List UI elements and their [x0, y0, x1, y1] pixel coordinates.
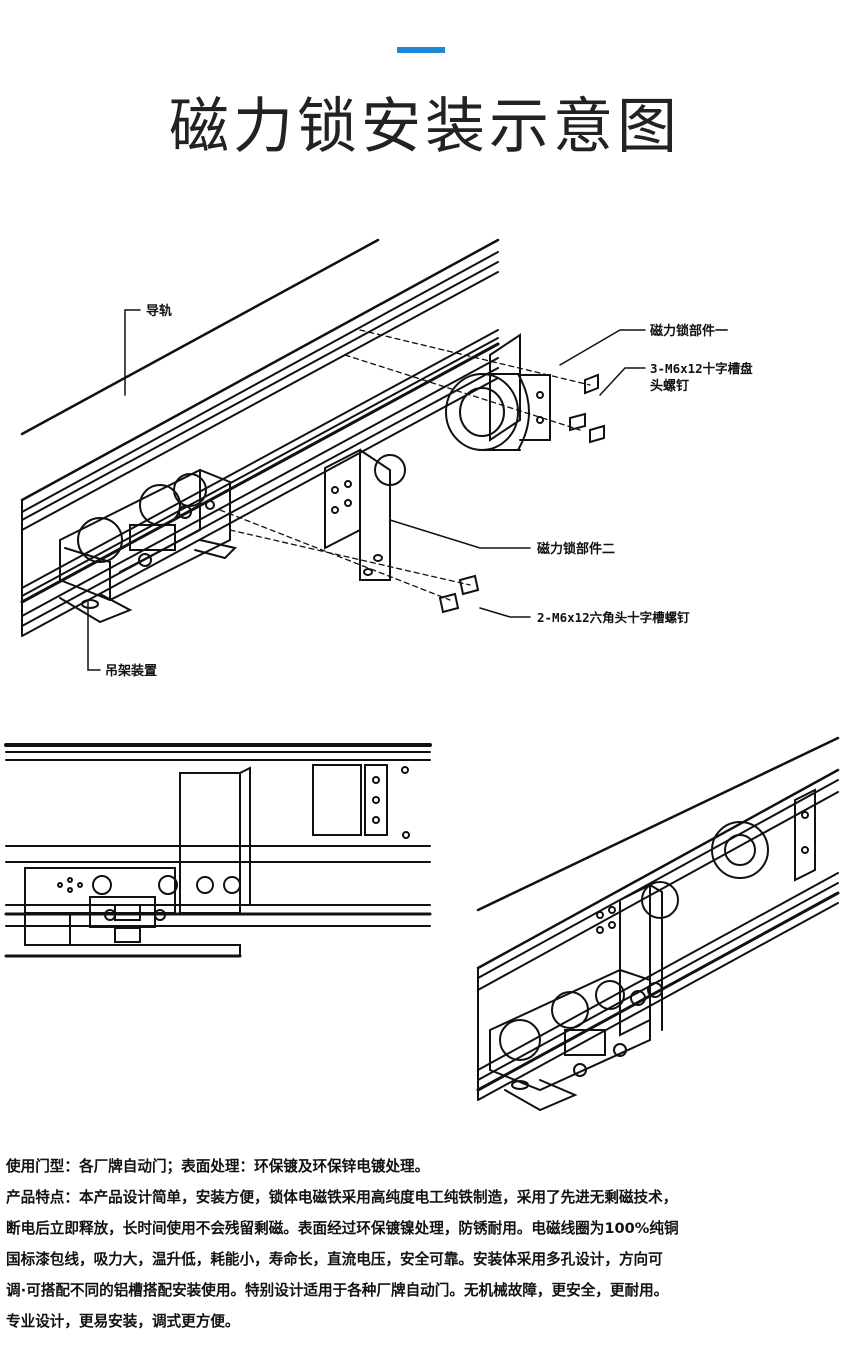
hanger-device-drawing: [59, 468, 237, 624]
description-line: 产品特点：本产品设计简单，安装方便，锁体电磁铁采用高纯度电工纯铁制造，采用了先进…: [6, 1189, 678, 1206]
label-lock-part1: 磁力锁部件一: [650, 323, 728, 339]
lock-part2-drawing: [324, 448, 406, 581]
description-line: 断电后立即释放，长时间使用不会残留剩磁。表面经过环保镀镍处理，防锈耐用。电磁线圈…: [6, 1220, 679, 1237]
label-screw2: 2-M6x12六角头十字槽螺钉: [537, 610, 690, 625]
rail-drawing: [20, 238, 500, 637]
screws-m6x12-hex-drawing: [438, 574, 480, 614]
label-hanger-device: 吊架装置: [105, 663, 157, 679]
description-line: 使用门型：各厂牌自动门；表面处理：环保镀及环保锌电镀处理。: [6, 1158, 430, 1175]
label-rail: 导轨: [146, 303, 172, 319]
description-line: 专业设计，更易安装，调式更方便。: [6, 1313, 240, 1330]
callout-leaders: [87, 309, 646, 671]
product-description: 使用门型：各厂牌自动门；表面处理：环保镀及环保锌电镀处理。 产品特点：本产品设计…: [6, 1151, 846, 1337]
title-accent-bar: [397, 47, 445, 53]
label-screw3-line2: 头螺钉: [650, 378, 689, 394]
description-line: 调·可搭配不同的铝槽搭配安装使用。特别设计适用于各种厂牌自动门。无机械故障，更安…: [6, 1282, 669, 1299]
page-title: 磁力锁安装示意图: [169, 92, 681, 162]
description-line: 国标漆包线，吸力大，温升低，耗能小，寿命长，直流电压，安全可靠。安装体采用多孔设…: [6, 1251, 663, 1268]
top-exploded-view: [20, 238, 646, 671]
lock-part1-drawing: [445, 333, 551, 451]
assembly-guide-lines: [219, 329, 591, 601]
front-view-drawing: [4, 743, 432, 958]
label-lock-part2: 磁力锁部件二: [537, 541, 615, 557]
assembled-view-drawing: [476, 736, 840, 1112]
label-screw3-line1: 3-M6x12十字槽盘: [650, 361, 753, 376]
installation-diagram: 导轨 吊架装置 磁力锁部件一 3-M6x12十字槽盘 头螺钉 磁力锁部件二 2-…: [4, 238, 840, 1112]
screws-m6x12-pan-drawing: [569, 373, 605, 444]
